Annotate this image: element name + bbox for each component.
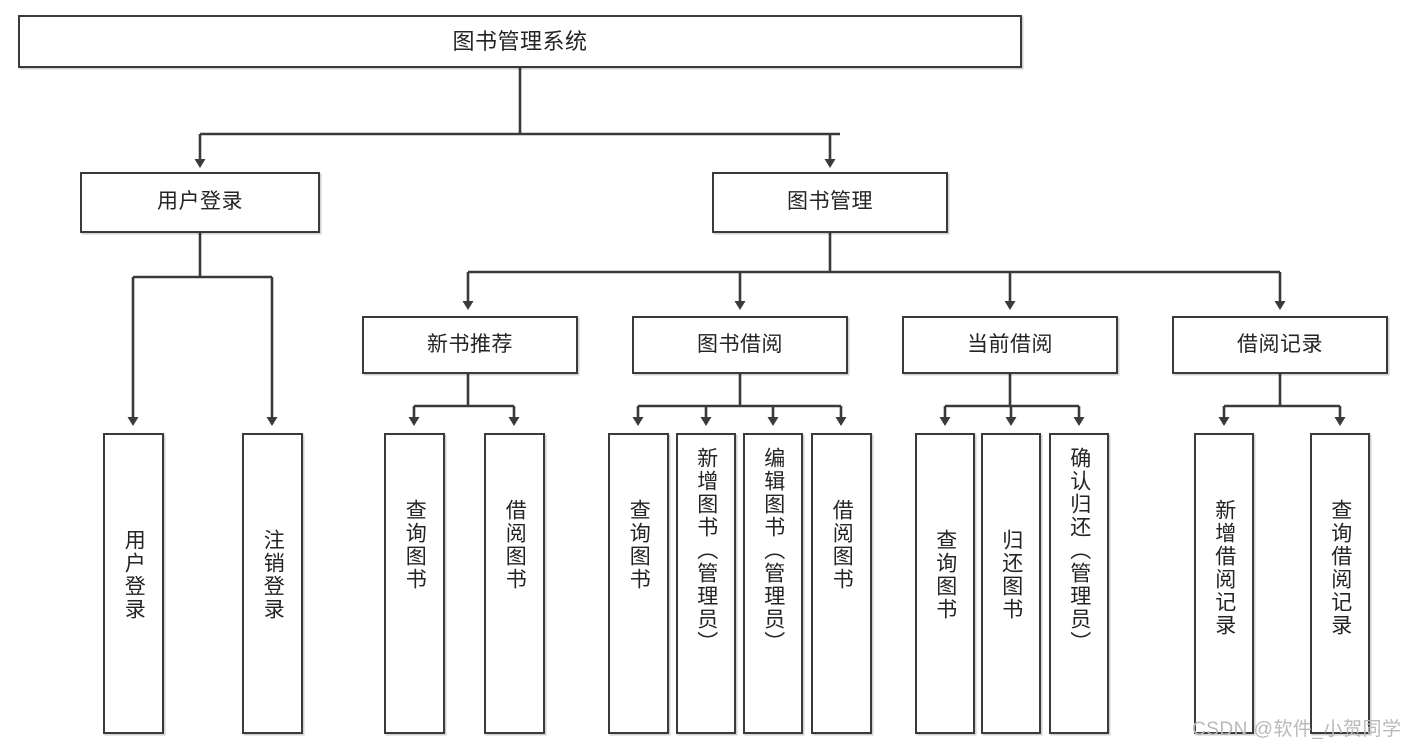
leaf-query-book-borrow[interactable]: 查询图书 — [608, 433, 669, 734]
leaf-borrow-book-recommend[interactable]: 借阅图书 — [484, 433, 545, 734]
node-label: 查询图书 — [933, 529, 957, 621]
node-user-login[interactable]: 用户登录 — [80, 172, 320, 233]
node-label: 图书借阅 — [697, 332, 783, 356]
leaf-add-borrow-record[interactable]: 新增借阅记录 — [1194, 433, 1254, 734]
node-label: 新增图书（管理员） — [694, 447, 718, 654]
node-label: 图书管理 — [787, 190, 873, 214]
leaf-query-book-current[interactable]: 查询图书 — [915, 433, 975, 734]
leaf-add-book-admin[interactable]: 新增图书（管理员） — [676, 433, 736, 734]
node-label: 当前借阅 — [967, 332, 1053, 356]
node-label: 新书推荐 — [427, 332, 513, 356]
node-label: 查询借阅记录 — [1328, 499, 1352, 637]
node-book-management[interactable]: 图书管理 — [712, 172, 948, 233]
node-new-book-recommend[interactable]: 新书推荐 — [362, 316, 578, 374]
leaf-edit-book-admin[interactable]: 编辑图书（管理员） — [743, 433, 803, 734]
leaf-logout-login[interactable]: 注销登录 — [242, 433, 303, 734]
node-label: 用户登录 — [122, 529, 146, 621]
node-label: 确认归还（管理员） — [1067, 447, 1091, 654]
node-label: 新增借阅记录 — [1212, 499, 1236, 637]
node-label: 图书管理系统 — [452, 28, 588, 54]
leaf-query-borrow-record[interactable]: 查询借阅记录 — [1310, 433, 1370, 734]
node-borrow-record[interactable]: 借阅记录 — [1172, 316, 1388, 374]
node-label: 编辑图书（管理员） — [761, 447, 785, 654]
leaf-query-book-recommend[interactable]: 查询图书 — [384, 433, 445, 734]
node-book-borrow[interactable]: 图书借阅 — [632, 316, 848, 374]
watermark-text: CSDN @软件_小贺同学 — [1192, 719, 1402, 740]
node-label: 查询图书 — [627, 499, 651, 591]
node-label: 查询图书 — [403, 499, 427, 591]
node-root-system[interactable]: 图书管理系统 — [18, 15, 1022, 68]
node-label: 借阅图书 — [503, 499, 527, 591]
node-label: 借阅图书 — [830, 499, 854, 591]
node-label: 用户登录 — [157, 190, 243, 214]
leaf-user-login[interactable]: 用户登录 — [103, 433, 164, 734]
leaf-borrow-book-borrow[interactable]: 借阅图书 — [811, 433, 872, 734]
node-label: 借阅记录 — [1237, 332, 1323, 356]
leaf-confirm-return-admin[interactable]: 确认归还（管理员） — [1049, 433, 1109, 734]
node-label: 归还图书 — [999, 529, 1023, 621]
leaf-return-book[interactable]: 归还图书 — [981, 433, 1041, 734]
node-label: 注销登录 — [261, 529, 285, 621]
node-current-borrow[interactable]: 当前借阅 — [902, 316, 1118, 374]
